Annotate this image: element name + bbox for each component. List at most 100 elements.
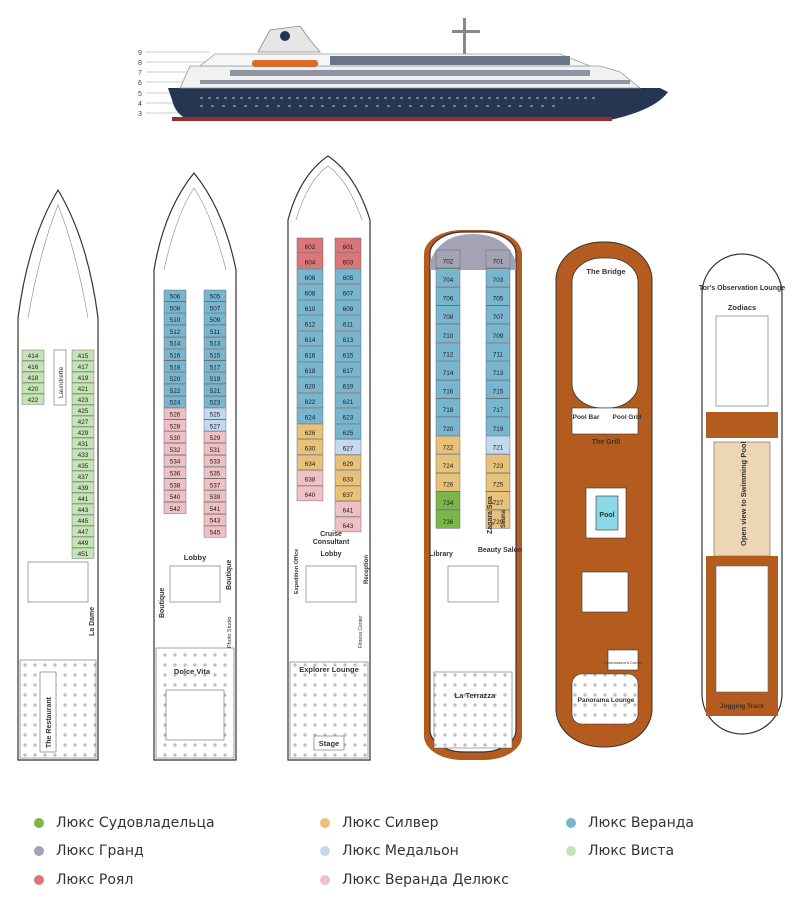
cabin-443[interactable] [71,503,95,515]
cabin-543[interactable] [203,514,227,526]
cabin-612[interactable] [296,315,324,331]
cabin-422[interactable] [21,393,45,405]
cabin-626[interactable] [296,423,324,440]
cabin-512[interactable] [163,325,187,337]
cabin-641[interactable] [334,501,362,517]
cabin-520[interactable] [163,372,187,385]
cabin-538[interactable] [163,478,187,491]
cabin-527[interactable] [203,419,227,432]
cabin-524[interactable] [163,396,187,408]
cabin-439[interactable] [71,481,95,493]
cabin-511[interactable] [203,325,227,337]
cabin-625[interactable] [334,423,362,440]
cabin-535[interactable] [203,466,227,479]
cabin-522[interactable] [163,384,187,396]
cabin-528[interactable] [163,419,187,432]
cabin-709[interactable] [485,324,511,343]
cabin-433[interactable] [71,448,95,460]
cabin-537[interactable] [203,478,227,491]
cabin-616[interactable] [296,346,324,362]
cabin-607[interactable] [334,284,362,300]
cabin-715[interactable] [485,380,511,399]
cabin-451[interactable] [71,547,95,559]
cabin-525[interactable] [203,407,227,420]
cabin-727[interactable] [485,491,511,510]
cabin-614[interactable] [296,330,324,347]
cabin-734[interactable] [435,491,461,510]
cabin-541[interactable] [203,502,227,514]
cabin-620[interactable] [296,377,324,393]
cabin-705[interactable] [485,287,511,306]
cabin-421[interactable] [71,382,95,394]
cabin-415[interactable] [71,349,95,361]
cabin-704[interactable] [435,268,461,287]
cabin-507[interactable] [203,301,227,314]
cabin-510[interactable] [163,313,187,326]
cabin-509[interactable] [203,313,227,326]
cabin-526[interactable] [163,407,187,420]
cabin-539[interactable] [203,490,227,503]
cabin-601[interactable] [334,237,362,254]
cabin-714[interactable] [435,361,461,380]
cabin-643[interactable] [334,516,362,533]
cabin-437[interactable] [71,470,95,482]
cabin-638[interactable] [296,470,324,486]
cabin-529[interactable] [203,431,227,444]
cabin-736[interactable] [435,510,461,529]
cabin-717[interactable] [485,398,511,417]
cabin-519[interactable] [203,372,227,385]
cabin-425[interactable] [71,404,95,416]
cabin-724[interactable] [435,454,461,473]
cabin-708[interactable] [435,305,461,324]
cabin-517[interactable] [203,360,227,373]
cabin-542[interactable] [163,502,187,514]
cabin-514[interactable] [163,337,187,349]
cabin-640[interactable] [296,485,324,502]
cabin-719[interactable] [485,417,511,436]
cabin-707[interactable] [485,305,511,324]
cabin-420[interactable] [21,382,45,394]
cabin-624[interactable] [296,408,324,424]
cabin-720[interactable] [435,417,461,436]
cabin-513[interactable] [203,337,227,349]
cabin-629[interactable] [334,454,362,471]
cabin-623[interactable] [334,408,362,424]
cabin-431[interactable] [71,437,95,449]
cabin-427[interactable] [71,415,95,427]
cabin-729[interactable] [485,510,511,529]
cabin-540[interactable] [163,490,187,503]
cabin-617[interactable] [334,361,362,378]
cabin-416[interactable] [21,360,45,372]
cabin-602[interactable] [296,237,324,254]
cabin-706[interactable] [435,287,461,306]
cabin-441[interactable] [71,492,95,504]
cabin-449[interactable] [71,536,95,548]
cabin-423[interactable] [71,393,95,405]
cabin-608[interactable] [296,284,324,300]
cabin-725[interactable] [485,473,511,492]
cabin-545[interactable] [203,525,227,538]
cabin-429[interactable] [71,426,95,438]
cabin-521[interactable] [203,384,227,396]
cabin-533[interactable] [203,455,227,467]
cabin-418[interactable] [21,371,45,383]
cabin-630[interactable] [296,439,324,455]
cabin-419[interactable] [71,371,95,383]
cabin-508[interactable] [163,301,187,314]
cabin-610[interactable] [296,299,324,316]
cabin-606[interactable] [296,268,324,285]
cabin-634[interactable] [296,454,324,471]
cabin-713[interactable] [485,361,511,380]
cabin-530[interactable] [163,431,187,444]
cabin-618[interactable] [296,361,324,378]
cabin-605[interactable] [334,268,362,285]
cabin-445[interactable] [71,514,95,526]
cabin-414[interactable] [21,349,45,361]
cabin-613[interactable] [334,330,362,347]
cabin-531[interactable] [203,443,227,455]
cabin-523[interactable] [203,396,227,408]
cabin-536[interactable] [163,466,187,479]
cabin-722[interactable] [435,435,461,455]
cabin-532[interactable] [163,443,187,455]
cabin-716[interactable] [435,380,461,399]
